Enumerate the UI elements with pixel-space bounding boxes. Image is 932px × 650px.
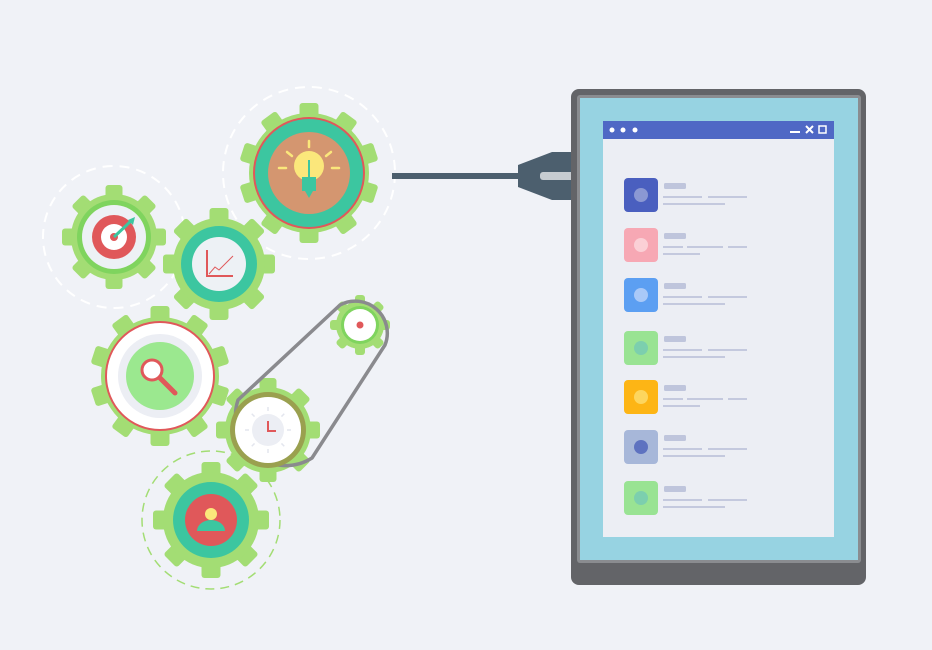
bulb-base <box>302 177 316 191</box>
list-item-title-placeholder <box>664 486 686 492</box>
target-icon <box>92 215 136 259</box>
dashed-halo <box>141 450 281 590</box>
list-item-text-placeholder <box>728 398 747 400</box>
list-item-text-placeholder <box>663 203 725 205</box>
maximize-icon[interactable] <box>818 125 827 134</box>
list-item-text-placeholder <box>663 356 725 358</box>
list-item-text-placeholder <box>663 349 702 351</box>
window-dot <box>620 127 626 133</box>
list-item-title-placeholder <box>664 336 686 342</box>
small-gear-dot-icon <box>356 321 364 329</box>
cable-plug <box>392 152 574 200</box>
list-item[interactable] <box>624 331 747 365</box>
list-item-text-placeholder <box>663 196 702 198</box>
close-icon[interactable] <box>805 125 814 134</box>
user-head <box>205 508 217 520</box>
window-titlebar <box>603 121 834 139</box>
list-item-icon-dot <box>634 491 648 505</box>
window-dot <box>632 127 638 133</box>
clock-tick <box>280 413 285 418</box>
list-item[interactable] <box>624 430 747 464</box>
list-item-text-placeholder <box>663 253 700 255</box>
clock-icon <box>245 407 291 453</box>
list-item-text-placeholder <box>728 246 747 248</box>
list-item-text-placeholder <box>708 448 747 450</box>
list-item-icon-dot <box>634 238 648 252</box>
magnifier-handle <box>157 375 178 396</box>
gear-face <box>192 237 246 291</box>
list-item-icon-dot <box>634 188 648 202</box>
list-item-icon-dot <box>634 288 648 302</box>
list-item-text-placeholder <box>663 448 702 450</box>
user-body <box>197 520 225 531</box>
list-item-title-placeholder <box>664 283 686 289</box>
clock-tick <box>251 442 256 447</box>
list-item-title-placeholder <box>664 233 686 239</box>
list-item-title-placeholder <box>664 385 686 391</box>
tablet-device <box>571 89 866 585</box>
lightbulb-icon <box>277 139 341 198</box>
list-item-text-placeholder <box>708 349 747 351</box>
list-item-text-placeholder <box>663 455 725 457</box>
list-item[interactable] <box>624 278 747 312</box>
chart-icon <box>206 250 234 277</box>
list-item-text-placeholder <box>687 398 723 400</box>
clock-hands <box>267 421 276 432</box>
list-item-icon-dot <box>634 390 648 404</box>
list-item-text-placeholder <box>687 246 723 248</box>
arrow <box>112 218 134 239</box>
list-item-icon-dot <box>634 440 648 454</box>
list-item-text-placeholder <box>663 296 702 298</box>
list-item-text-placeholder <box>663 246 683 248</box>
list-item[interactable] <box>624 228 747 262</box>
list-item[interactable] <box>624 481 747 515</box>
minimize-icon[interactable] <box>790 131 800 133</box>
light-ray <box>324 150 333 158</box>
list-item-text-placeholder <box>663 398 683 400</box>
list-item-title-placeholder <box>664 183 686 189</box>
list-item[interactable] <box>624 380 747 414</box>
bulb-tip <box>305 191 313 198</box>
list-item-text-placeholder <box>663 499 702 501</box>
chart-line <box>208 255 234 275</box>
list-item-text-placeholder <box>663 405 700 407</box>
clock-tick <box>251 413 256 418</box>
list-item-text-placeholder <box>663 506 725 508</box>
light-ray <box>285 150 294 158</box>
list-item[interactable] <box>624 178 747 212</box>
list-item-text-placeholder <box>708 196 747 198</box>
chart-axes <box>206 250 233 277</box>
list-item-text-placeholder <box>663 303 725 305</box>
list-item-icon-dot <box>634 341 648 355</box>
search-icon <box>140 358 178 396</box>
arrow-head <box>128 217 135 225</box>
list-item-title-placeholder <box>664 435 686 441</box>
clock-tick <box>280 442 285 447</box>
user-icon <box>197 508 225 531</box>
list-item-text-placeholder <box>708 499 747 501</box>
list-item-text-placeholder <box>708 296 747 298</box>
magnifier-lens <box>140 358 164 382</box>
window-dot <box>609 127 615 133</box>
